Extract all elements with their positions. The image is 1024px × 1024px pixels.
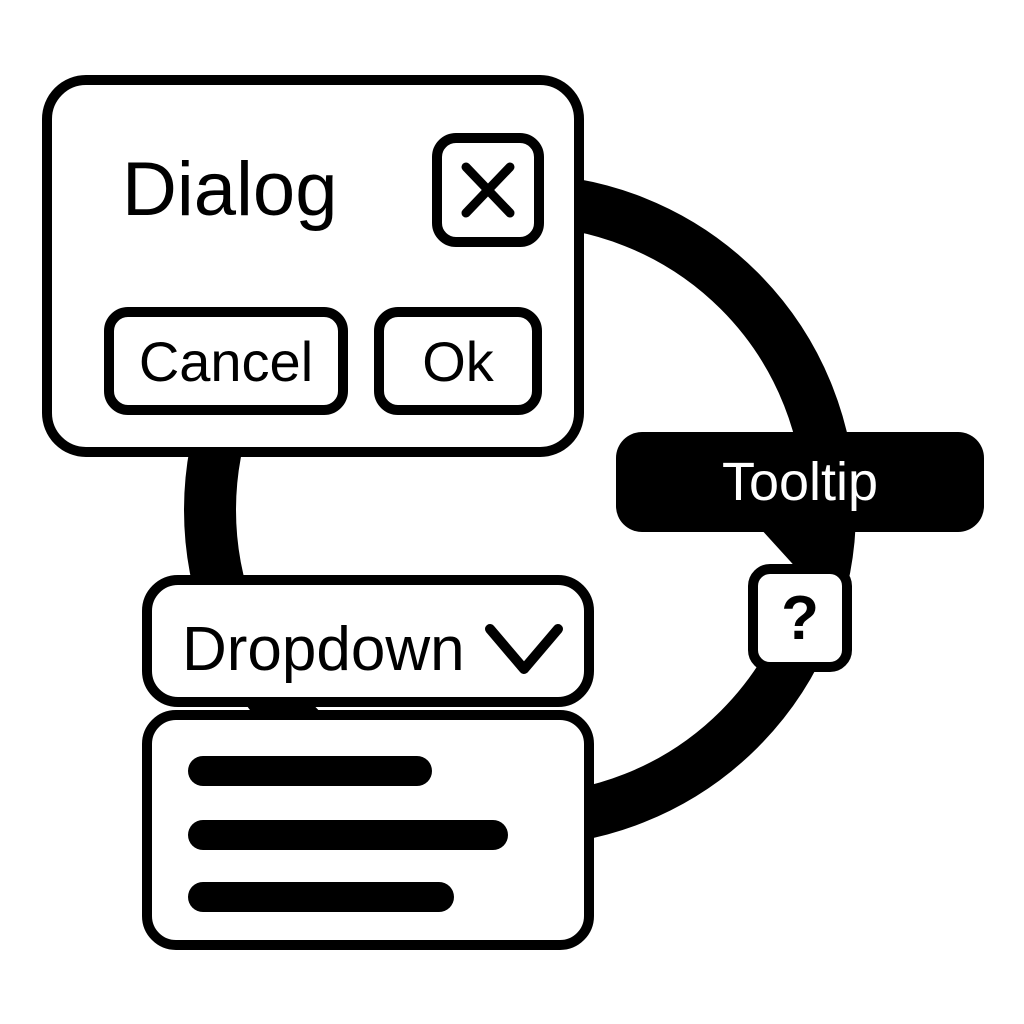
dropdown[interactable]: Dropdown xyxy=(142,575,594,707)
menu-item[interactable] xyxy=(188,820,508,850)
help-button[interactable]: ? xyxy=(748,564,852,672)
ok-button[interactable]: Ok xyxy=(374,307,542,415)
menu-item[interactable] xyxy=(188,882,454,912)
close-button[interactable] xyxy=(432,133,544,247)
close-icon xyxy=(461,162,515,218)
question-mark-icon: ? xyxy=(781,583,819,653)
menu-item[interactable] xyxy=(188,756,432,786)
cancel-button[interactable]: Cancel xyxy=(104,307,348,415)
dropdown-label: Dropdown xyxy=(182,615,465,684)
chevron-down-icon xyxy=(485,624,563,674)
tooltip: Tooltip xyxy=(616,432,984,532)
dialog: Dialog Cancel Ok xyxy=(42,75,584,457)
dropdown-menu xyxy=(142,710,594,950)
dialog-title: Dialog xyxy=(122,147,338,232)
